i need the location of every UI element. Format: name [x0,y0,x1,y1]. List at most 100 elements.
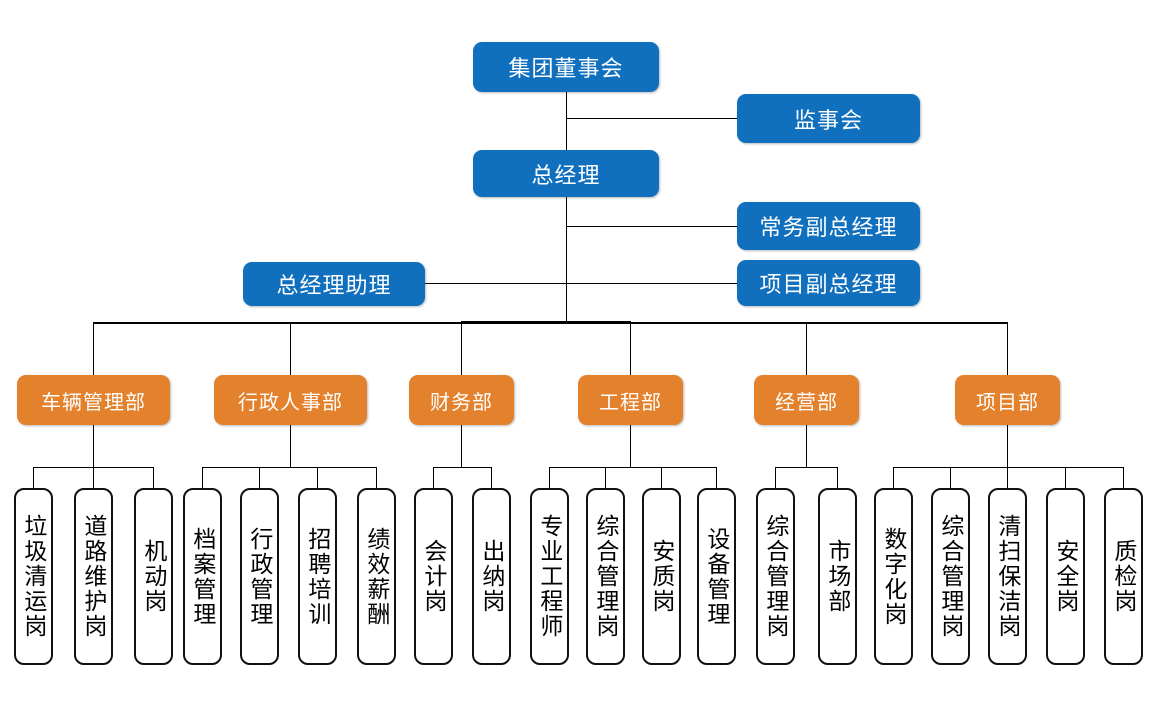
node-position-admin-management[interactable]: 行政管理 [240,488,279,665]
connector-dept6-child-5 [1123,467,1124,488]
position-label: 机动岗 [140,539,167,614]
connector-dept4-stem [630,425,631,467]
connector-dept2-child-2 [259,467,260,488]
connector-bus-to-dept-5 [806,322,807,375]
connector-dept5-stem [806,425,807,467]
node-position-digitalization[interactable]: 数字化岗 [874,488,913,665]
node-department-finance[interactable]: 财务部 [409,375,514,425]
node-position-engineering-general-management[interactable]: 综合管理岗 [586,488,625,665]
position-label: 市场部 [824,539,851,614]
node-department-operations[interactable]: 经营部 [754,375,859,425]
node-position-safety[interactable]: 安全岗 [1046,488,1085,665]
position-label: 设备管理 [703,526,730,627]
connector-dept6-child-4 [1065,467,1066,488]
connector-bus-to-dept-1 [93,322,94,375]
connector-dept4-bus [549,467,716,468]
connector-dept6-child-2 [950,467,951,488]
connector-board-to-supervisory [566,118,738,119]
node-label: 集团董事会 [508,56,624,81]
position-label: 安全岗 [1052,539,1079,614]
position-label: 会计岗 [420,539,447,614]
position-label: 安质岗 [648,539,675,614]
connector-bus-to-dept-4 [630,322,631,375]
connector-dept2-child-4 [376,467,377,488]
position-label: 综合管理岗 [592,514,619,639]
node-department-vehicle-management[interactable]: 车辆管理部 [17,375,170,425]
position-label: 绩效薪酬 [363,526,390,627]
node-position-archive-management[interactable]: 档案管理 [183,488,222,665]
position-label: 清扫保洁岗 [994,514,1021,639]
connector-dept4-child-2 [605,467,606,488]
node-position-cashier[interactable]: 出纳岗 [472,488,511,665]
node-position-quality-inspection[interactable]: 质检岗 [1104,488,1143,665]
node-label: 工程部 [599,391,662,414]
connector-dept3-child-1 [433,467,434,488]
node-board-of-directors[interactable]: 集团董事会 [473,42,659,92]
connector-dept1-child-2 [93,467,94,488]
connector-dept4-child-1 [549,467,550,488]
connector-dept3-bus [433,467,491,468]
node-position-waste-transport[interactable]: 垃圾清运岗 [14,488,53,665]
connector-dept6-stem [1007,425,1008,467]
node-position-performance-compensation[interactable]: 绩效薪酬 [357,488,396,665]
node-label: 监事会 [793,107,863,133]
connector-bus-to-dept-3 [461,322,462,375]
node-supervisory-board[interactable]: 监事会 [737,94,920,143]
node-label: 车辆管理部 [41,391,146,414]
position-label: 出纳岗 [478,539,505,614]
connector-main-bus-emphasis [461,321,631,324]
node-gm-assistant[interactable]: 总经理助理 [243,262,425,306]
connector-dept5-child-2 [837,467,838,488]
node-department-project[interactable]: 项目部 [955,375,1060,425]
position-label: 档案管理 [189,526,216,627]
position-label: 综合管理岗 [937,514,964,639]
node-department-admin-hr[interactable]: 行政人事部 [214,375,367,425]
connector-dept5-bus [775,467,837,468]
node-label: 总经理助理 [276,273,392,298]
connector-gm-assistant [425,283,567,284]
position-label: 综合管理岗 [762,514,789,639]
position-label: 数字化岗 [880,526,907,627]
position-label: 道路维护岗 [80,514,107,639]
connector-dept2-bus [202,467,376,468]
node-position-accounting[interactable]: 会计岗 [414,488,453,665]
node-position-marketing[interactable]: 市场部 [818,488,857,665]
connector-dept4-child-3 [661,467,662,488]
connector-gm-to-exec-vice [566,226,738,227]
node-position-mobile-duty[interactable]: 机动岗 [134,488,173,665]
connector-gm-to-project-vice [566,283,738,284]
position-label: 垃圾清运岗 [20,514,47,639]
node-label: 常务副总经理 [759,215,898,240]
connector-dept2-child-1 [202,467,203,488]
connector-dept6-child-3 [1007,467,1008,488]
connector-bus-to-dept-6 [1007,322,1008,375]
position-label: 质检岗 [1110,539,1137,614]
connector-dept3-stem [461,425,462,467]
node-label: 行政人事部 [238,391,343,414]
node-label: 总经理 [531,162,601,188]
connector-dept6-child-1 [893,467,894,488]
connector-dept2-child-3 [317,467,318,488]
node-position-road-maintenance[interactable]: 道路维护岗 [74,488,113,665]
node-label: 财务部 [430,391,493,414]
connector-dept4-child-4 [716,467,717,488]
position-label: 专业工程师 [536,514,563,639]
node-department-engineering[interactable]: 工程部 [578,375,683,425]
connector-dept5-child-1 [775,467,776,488]
node-position-project-general-management[interactable]: 综合管理岗 [931,488,970,665]
connector-dept2-stem [290,425,291,467]
node-position-operations-general-management[interactable]: 综合管理岗 [756,488,795,665]
node-label: 经营部 [775,391,838,414]
node-position-safety-quality[interactable]: 安质岗 [642,488,681,665]
node-position-recruitment-training[interactable]: 招聘培训 [298,488,337,665]
node-project-vice-gm[interactable]: 项目副总经理 [737,260,920,306]
node-position-equipment-management[interactable]: 设备管理 [697,488,736,665]
connector-dept1-stem [93,425,94,467]
node-executive-vice-gm[interactable]: 常务副总经理 [737,202,920,250]
node-general-manager[interactable]: 总经理 [473,150,659,197]
node-position-professional-engineer[interactable]: 专业工程师 [530,488,569,665]
connector-gm-to-bus [566,196,567,322]
node-position-cleaning-sanitation[interactable]: 清扫保洁岗 [988,488,1027,665]
connector-dept1-child-3 [153,467,154,488]
